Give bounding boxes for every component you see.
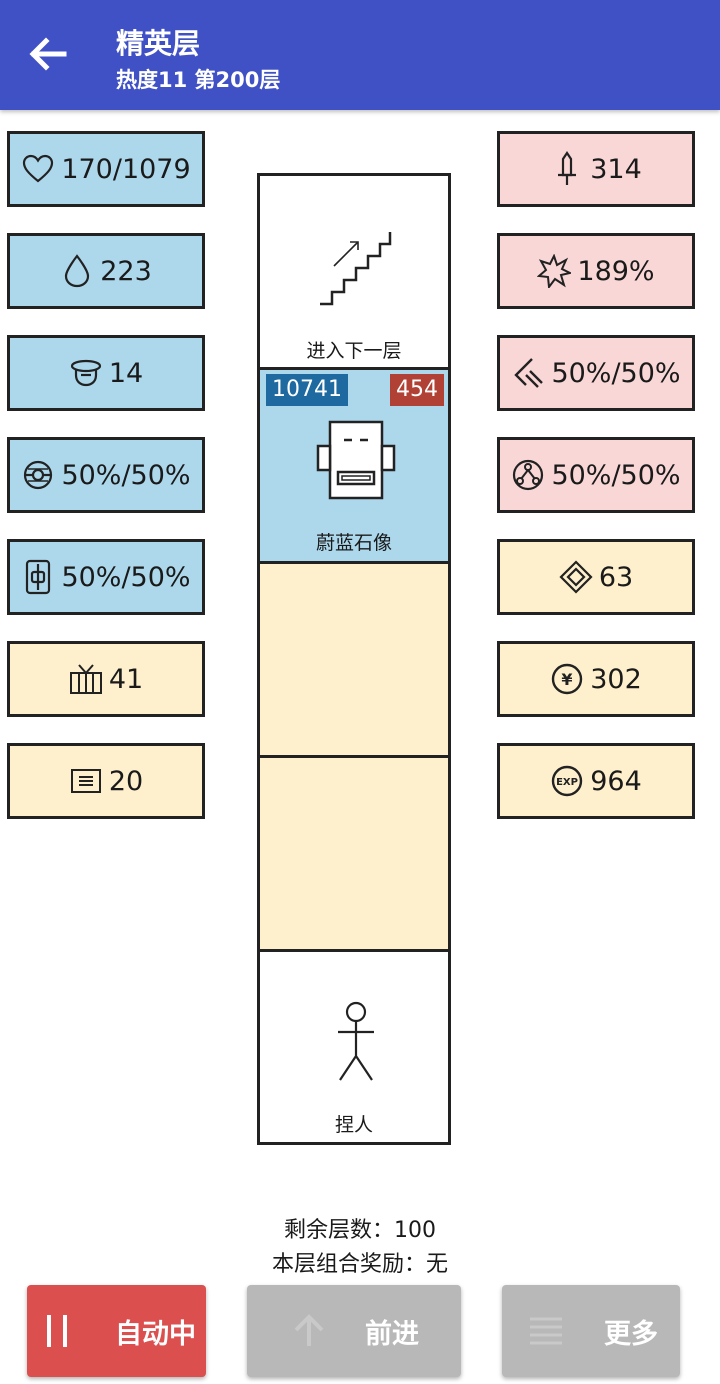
stat-attack[interactable]: 314	[497, 131, 695, 207]
stairs-icon	[320, 232, 392, 306]
player-cell[interactable]: 捏人	[260, 952, 448, 1142]
stat-value: 964	[590, 765, 642, 797]
stat-gold[interactable]: ¥ 302	[497, 641, 695, 717]
stat-crate[interactable]: 41	[7, 641, 205, 717]
forward-button[interactable]: 前进	[247, 1285, 461, 1377]
exp-icon: EXP	[550, 764, 584, 798]
stat-value: 14	[108, 357, 144, 389]
remaining-floors-text: 剩余层数：100	[284, 1218, 436, 1243]
auto-button[interactable]: 自动中	[27, 1285, 206, 1377]
stat-rune[interactable]: 50%/50%	[497, 437, 695, 513]
burst-icon	[537, 254, 572, 288]
stat-value: 170/1079	[61, 153, 191, 185]
stat-value: 63	[598, 561, 634, 593]
stat-orb[interactable]: 50%/50%	[7, 437, 205, 513]
forward-button-label: 前进	[365, 1318, 419, 1350]
armor-icon	[21, 559, 55, 595]
stat-hp[interactable]: 170/1079	[7, 131, 205, 207]
stat-exp[interactable]: EXP 964	[497, 743, 695, 819]
combo-bonus-text: 本层组合奖励：无	[271, 1252, 448, 1277]
svg-text:¥: ¥	[562, 670, 573, 689]
stat-value: 50%/50%	[61, 561, 191, 593]
stat-value: 20	[108, 765, 144, 797]
floor-column: 进入下一层 10741 454 蔚蓝石像 捏人	[257, 173, 451, 1145]
stick-figure-icon	[338, 1001, 374, 1081]
helmet-icon	[69, 356, 103, 390]
droplet-icon	[60, 254, 94, 288]
arrow-up-icon	[294, 1314, 324, 1346]
stat-value: 302	[590, 663, 642, 695]
enemy-atk-badge: 454	[390, 374, 444, 406]
stat-value: 50%/50%	[551, 459, 681, 491]
orb-icon	[21, 458, 55, 492]
menu-icon	[530, 1317, 562, 1345]
enemy-hp-badge: 10741	[266, 374, 348, 406]
stat-value: 189%	[577, 255, 655, 287]
auto-button-label: 自动中	[115, 1318, 196, 1350]
stat-defense[interactable]: 14	[7, 335, 205, 411]
stone-golem-icon	[316, 420, 396, 500]
app-bar: 精英层 热度11 第200层	[0, 0, 720, 110]
enemy-cell[interactable]: 10741 454 蔚蓝石像	[260, 370, 448, 564]
crate-icon	[69, 662, 103, 696]
page-subtitle: 热度11 第200层	[116, 68, 281, 92]
scroll-icon	[69, 764, 103, 798]
stairs-cell[interactable]: 进入下一层	[260, 176, 448, 370]
stat-scroll[interactable]: 20	[7, 743, 205, 819]
stat-crit[interactable]: 189%	[497, 233, 695, 309]
pause-icon	[47, 1315, 67, 1347]
stat-slash[interactable]: 50%/50%	[497, 335, 695, 411]
stairs-label: 进入下一层	[306, 340, 402, 362]
back-button[interactable]	[22, 30, 74, 78]
stat-value: 223	[100, 255, 152, 287]
stat-value: 314	[590, 153, 642, 185]
page-title: 精英层	[116, 27, 201, 60]
triangle-rune-icon	[511, 458, 545, 492]
arrow-left-icon	[29, 37, 67, 71]
stat-value: 50%/50%	[61, 459, 191, 491]
empty-cell[interactable]	[260, 564, 448, 758]
stat-value: 50%/50%	[551, 357, 681, 389]
more-button[interactable]: 更多	[502, 1285, 680, 1377]
yen-coin-icon: ¥	[550, 662, 584, 696]
stat-value: 41	[108, 663, 144, 695]
more-button-label: 更多	[604, 1318, 658, 1350]
svg-text:EXP: EXP	[556, 777, 578, 788]
empty-cell[interactable]	[260, 758, 448, 952]
stat-armor[interactable]: 50%/50%	[7, 539, 205, 615]
enemy-name: 蔚蓝石像	[315, 532, 392, 554]
slash-icon	[511, 356, 545, 390]
player-label: 捏人	[334, 1114, 373, 1136]
stat-gem[interactable]: 63	[497, 539, 695, 615]
stat-mana[interactable]: 223	[7, 233, 205, 309]
diamond-icon	[559, 560, 593, 594]
heart-icon	[21, 152, 55, 186]
sword-icon	[550, 151, 584, 186]
